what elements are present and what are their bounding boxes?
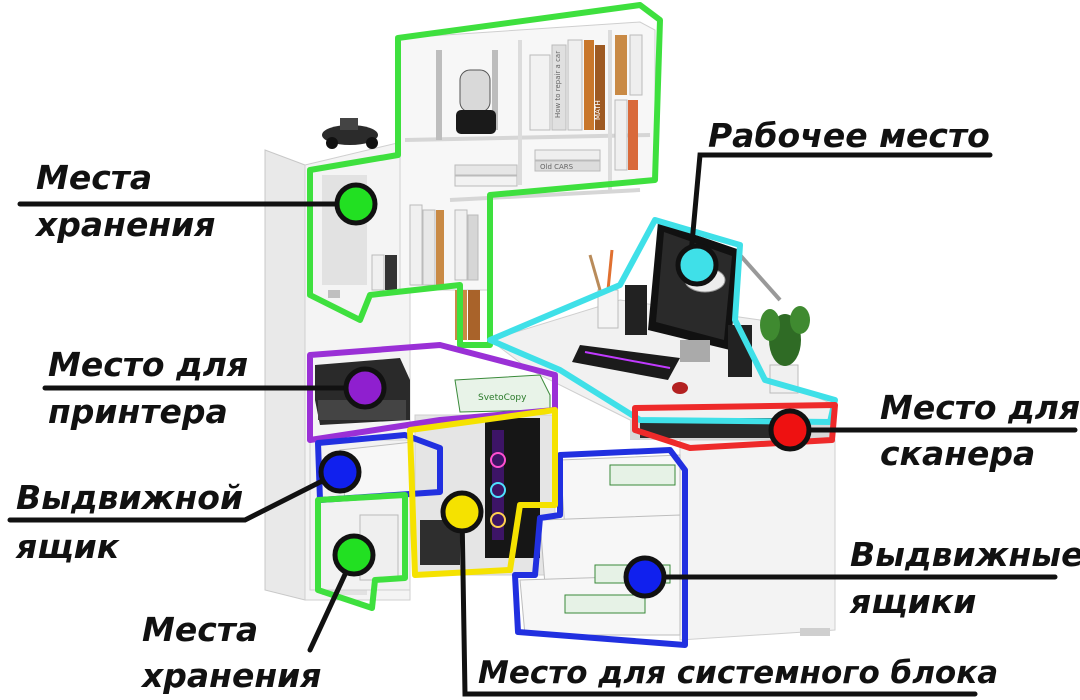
paper-brand: SvetoCopy [478, 393, 527, 403]
book-title-math-upper: MATH [594, 100, 602, 120]
paper-pack: SvetoCopy [454, 374, 551, 413]
lantern-lamp [456, 69, 496, 134]
zone-storage-top [307, 2, 663, 348]
marker-drawers-multi [623, 555, 667, 599]
left-cabinet-side [264, 149, 306, 601]
marker-storage-top [334, 182, 378, 226]
book-title-cars: Old CARS [540, 163, 574, 171]
books-middle: Old CARS [371, 149, 601, 340]
zone-system-unit [407, 407, 558, 578]
leader-system-unit [459, 509, 978, 697]
marker-drawer-single [318, 450, 362, 494]
books-upper: How to repair a car MATH [529, 34, 643, 171]
label-drawers-multi-line2: ящики [850, 582, 977, 621]
label-drawer-single-line1: Выдвижной [16, 478, 244, 517]
speaker-left [625, 285, 647, 335]
leader-workplace [687, 152, 993, 268]
marker-printer [343, 366, 387, 410]
label-printer-line1: Место для [48, 345, 249, 384]
label-storage-top-line1: Места [36, 158, 153, 197]
zone-storage-bottom [315, 492, 408, 611]
book-title-repair: How to repair a car [554, 51, 562, 118]
label-system-unit: Место для системного блока [478, 655, 999, 691]
zone-scanner [632, 402, 838, 451]
label-scanner-line1: Место для [880, 388, 1080, 427]
leader-drawer-single [7, 469, 343, 523]
label-storage-top-line2: хранения [36, 205, 216, 244]
toy-car [322, 118, 378, 149]
label-drawer-single-line2: ящик [16, 527, 120, 566]
marker-scanner [768, 408, 812, 452]
zone-drawers-multi [512, 447, 688, 648]
pc-tower [485, 418, 540, 558]
zone-drawer-single [315, 432, 443, 503]
label-storage-bottom-line1: Места [142, 610, 259, 649]
marker-workplace [675, 243, 719, 287]
pedestal-body [679, 439, 836, 641]
label-drawers-multi-line1: Выдвижные [850, 535, 1080, 574]
label-storage-bottom-line2: хранения [142, 656, 322, 695]
mouse [672, 382, 688, 394]
zone-workplace [487, 217, 838, 425]
marker-storage-bottom [332, 533, 376, 577]
marker-system-unit [440, 490, 484, 534]
label-scanner-line2: сканера [880, 434, 1036, 473]
desk-illustration: How to repair a car MATH Old CARS [264, 21, 836, 641]
label-workplace: Рабочее место [708, 116, 990, 155]
label-printer-line2: принтера [48, 392, 228, 431]
